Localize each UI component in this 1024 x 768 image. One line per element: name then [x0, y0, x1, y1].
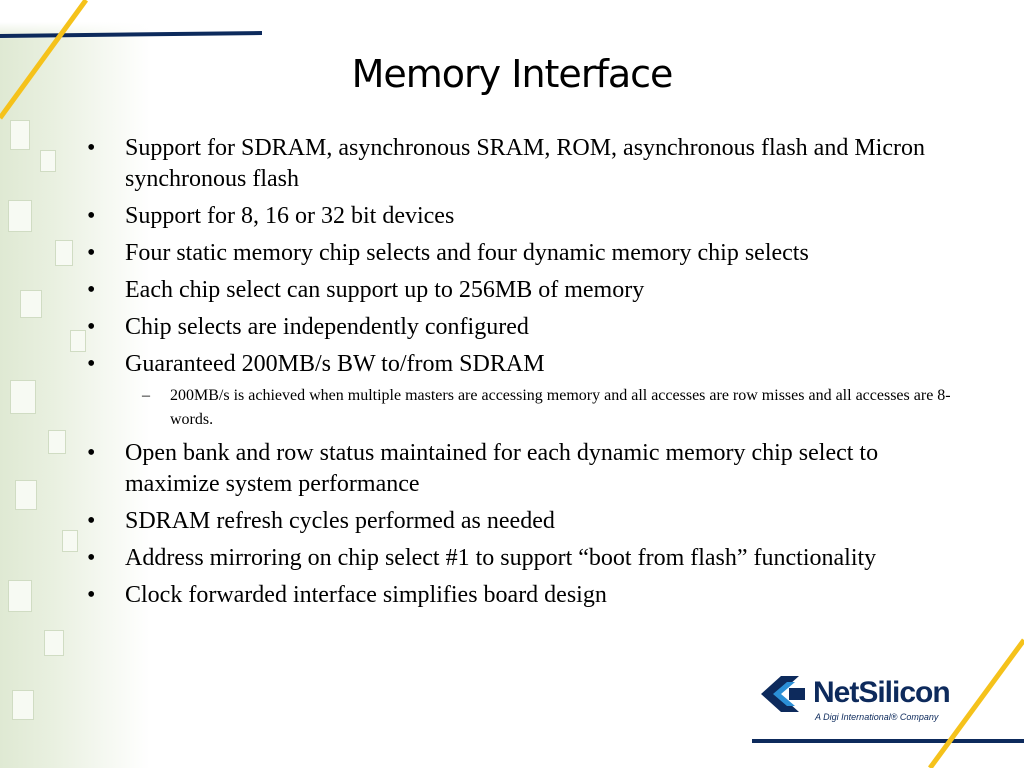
- bullet-text: Guaranteed 200MB/s BW to/from SDRAM: [125, 351, 545, 377]
- sub-bullet-list: – 200MB/s is achieved when multiple maste…: [125, 384, 954, 432]
- logo-brand-text: NetSilicon: [813, 676, 951, 709]
- bullet-item: • Chip selects are independently configur…: [84, 312, 954, 343]
- bullet-marker: •: [87, 314, 96, 340]
- bullet-text: Clock forwarded interface simplifies boa…: [125, 582, 607, 608]
- bullet-marker: •: [87, 351, 96, 377]
- netsilicon-logo: NetSilicon A Digi International® Company: [753, 670, 958, 730]
- bullet-marker: •: [87, 135, 96, 161]
- bullet-marker: •: [87, 545, 96, 571]
- bullet-text: SDRAM refresh cycles performed as needed: [125, 508, 555, 534]
- bullet-item: • Four static memory chip selects and fou…: [84, 238, 954, 269]
- bullet-text: Address mirroring on chip select #1 to s…: [125, 545, 877, 571]
- bullet-item: • Support for 8, 16 or 32 bit devices: [84, 201, 954, 232]
- bullet-text: Chip selects are independently configure…: [125, 314, 529, 340]
- bullet-list: • Support for SDRAM, asynchronous SRAM, R…: [84, 133, 954, 617]
- bullet-marker: •: [87, 277, 96, 303]
- bullet-marker: •: [87, 240, 96, 266]
- netsilicon-logo-mark: [761, 676, 805, 712]
- bullet-item: • Each chip select can support up to 256M…: [84, 275, 954, 306]
- slide-title: Memory Interface: [351, 52, 674, 96]
- bullet-text: Four static memory chip selects and four…: [125, 240, 809, 266]
- bullet-text: Open bank and row status maintained for …: [125, 440, 879, 497]
- bullet-text: Support for 8, 16 or 32 bit devices: [125, 203, 455, 229]
- logo-tagline: A Digi International® Company: [815, 712, 939, 722]
- bullet-marker: •: [87, 203, 96, 229]
- bullet-item: • Guaranteed 200MB/s BW to/from SDRAM – 200…: [84, 349, 954, 432]
- bullet-marker: •: [87, 582, 96, 608]
- bullet-item: • SDRAM refresh cycles performed as neede…: [84, 506, 954, 537]
- bullet-item: • Support for SDRAM, asynchronous SRAM, R…: [84, 133, 954, 195]
- bullet-text: Each chip select can support up to 256MB…: [125, 277, 645, 303]
- sub-bullet-marker: –: [142, 387, 150, 404]
- bullet-item: • Open bank and row status maintained for…: [84, 438, 954, 500]
- sub-bullet-text: 200MB/s is achieved when multiple master…: [170, 387, 951, 428]
- top-band: [0, 0, 270, 40]
- bullet-marker: •: [87, 508, 96, 534]
- bullet-marker: •: [87, 440, 96, 466]
- sub-bullet-item: – 200MB/s is achieved when multiple maste…: [125, 384, 954, 432]
- bullet-item: • Address mirroring on chip select #1 to …: [84, 543, 954, 574]
- bullet-item: • Clock forwarded interface simplifies bo…: [84, 580, 954, 611]
- bullet-text: Support for SDRAM, asynchronous SRAM, RO…: [125, 135, 925, 192]
- background-pattern-strip: [0, 0, 150, 768]
